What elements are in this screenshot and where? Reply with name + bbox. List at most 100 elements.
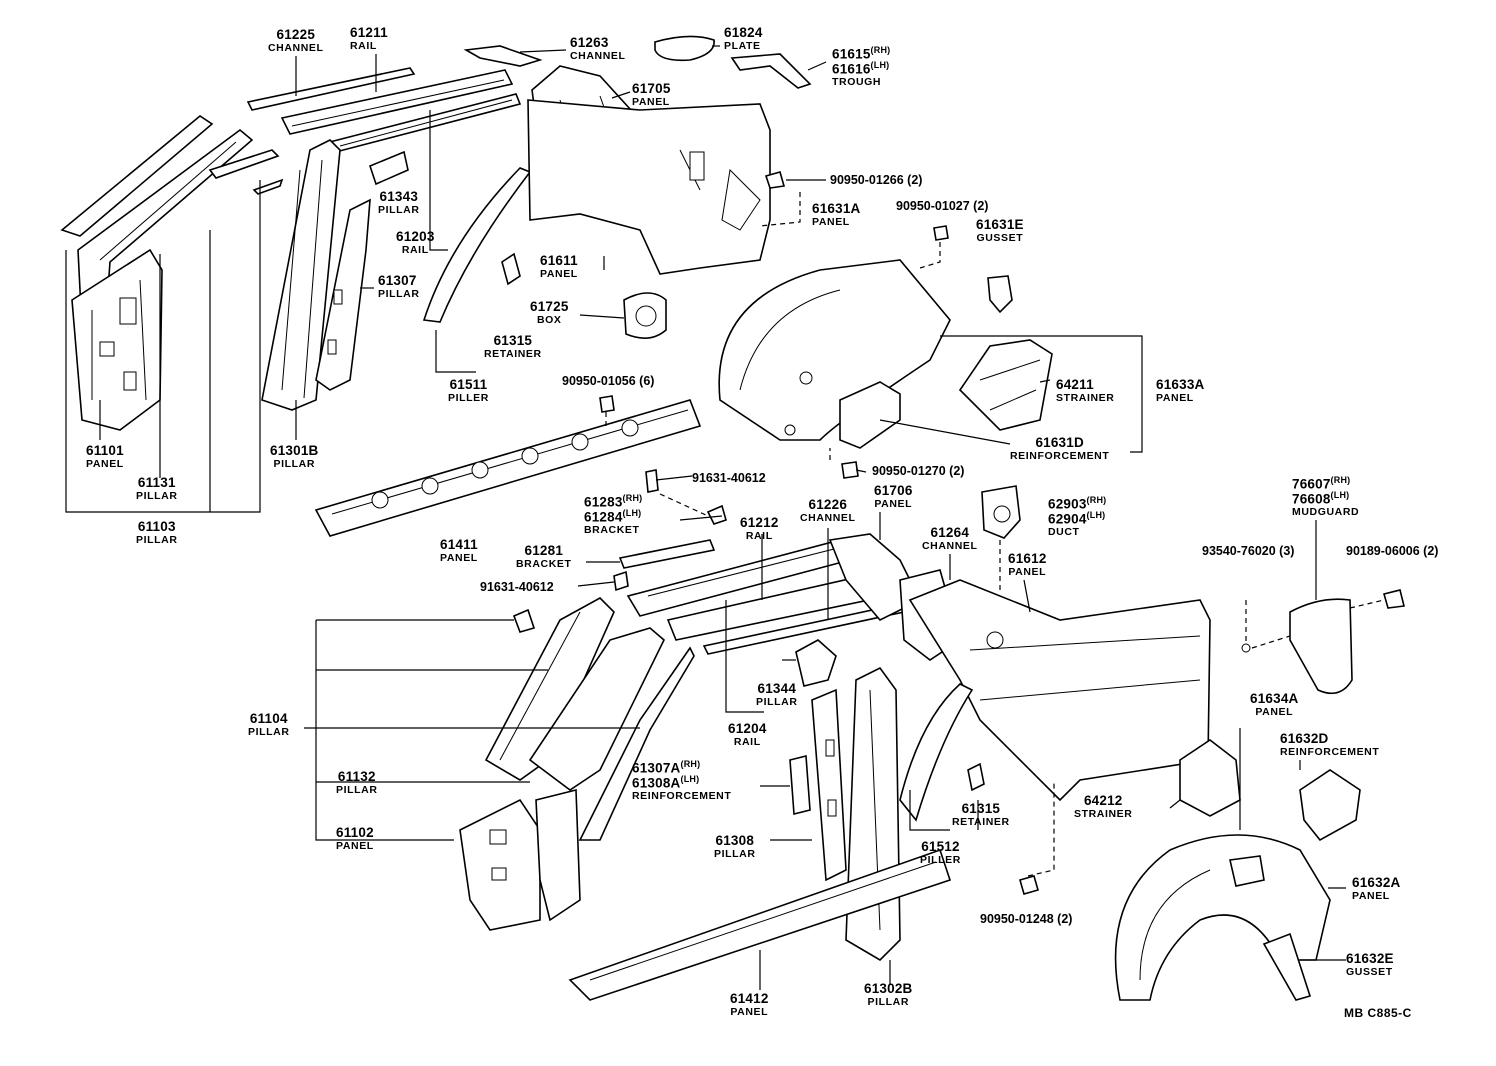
part-number: 61824 [724, 25, 763, 40]
fastener-label: 90950-01266 (2) [830, 173, 923, 187]
part-name: BRACKET [516, 557, 572, 570]
label-61631a: 61631A PANEL [812, 202, 861, 227]
part-pillar-61343 [369, 150, 409, 186]
label-61344: 61344 PILLAR [756, 682, 798, 707]
label-61705: 61705 PANEL [632, 82, 671, 107]
label-61283: 61283(RH) 61284(LH) BRACKET [584, 494, 642, 536]
part-name: PILLAR [756, 695, 798, 708]
part-name: PILLAR [136, 533, 178, 546]
label-61308: 61308 PILLAR [714, 834, 756, 859]
part-panel-61612 [908, 579, 1211, 802]
part-name: PANEL [1008, 565, 1047, 578]
label-61307a: 61307A(RH) 61308A(LH) REINFORCEMENT [632, 760, 731, 802]
label-64211: 64211 STRAINER [1056, 378, 1114, 403]
part-number: 61632D [1280, 731, 1329, 746]
part-name: RAIL [733, 735, 761, 748]
part-bolt-91631-40612 [645, 469, 659, 493]
fastener-label: 91631-40612 [692, 471, 766, 485]
part-number: 61512 [921, 839, 960, 854]
part-small-61104 [512, 608, 536, 633]
part-retainer-61315 [501, 252, 521, 286]
part-number: 61103 [137, 519, 176, 534]
part-pillar-61104b [528, 627, 665, 791]
part-name: PILLAR [248, 725, 290, 738]
leader-lines [65, 45, 1346, 990]
part-name: REINFORCEMENT [1280, 745, 1380, 758]
part-name: RETAINER [952, 815, 1010, 828]
side-suffix-2: (LH) [1086, 510, 1106, 520]
part-bracket-61281 [618, 539, 716, 569]
part-number: 61131 [137, 475, 176, 490]
part-number: 61725 [530, 299, 569, 314]
part-number: 61634A [1250, 691, 1299, 706]
part-piller-61512 [899, 683, 974, 822]
part-panel-61611 [527, 99, 771, 275]
part-number: 61631E [976, 217, 1024, 232]
part-name: CHANNEL [800, 511, 856, 524]
part-clip-90950-01266 [764, 171, 786, 189]
part-number: 61343 [379, 189, 419, 204]
part-number-line: 76607(RH) [1292, 476, 1359, 491]
part-rail-61211 [280, 69, 514, 135]
label-61307: 61307 PILLAR [378, 274, 420, 299]
part-number-2: 62904 [1048, 511, 1087, 527]
label-61634a: 61634A PANEL [1250, 692, 1299, 717]
part-reinforcement-61307a [789, 754, 811, 816]
part-number: 61211 [350, 25, 388, 40]
part-trough-61615 [730, 53, 812, 89]
label-61104: 61104 PILLAR [248, 712, 290, 737]
part-number: 61633A [1156, 377, 1205, 392]
part-pillar-61104 [484, 597, 615, 781]
part-strainer-64211 [958, 339, 1053, 431]
label-61103: 61103 PILLAR [136, 520, 178, 545]
part-clip-90950-01248 [1019, 875, 1039, 895]
part-name: PLATE [724, 39, 761, 52]
label-61632e: 61632E GUSSET [1346, 952, 1394, 977]
label-61412: 61412 PANEL [730, 992, 769, 1017]
part-panel-61412 [568, 848, 952, 1001]
part-number-line: 62903(RH) [1048, 496, 1106, 511]
part-duct-62903 [981, 485, 1021, 539]
part-panel-61411 [314, 399, 702, 537]
part-pillar-61132 [578, 646, 695, 841]
part-name: PANEL [336, 839, 374, 852]
part-screw-93540 [1241, 643, 1251, 653]
part-number-2: 61616 [832, 61, 871, 77]
label-61263: 61263 CHANNEL [570, 36, 626, 61]
part-bolt-91631-40612b [613, 570, 629, 592]
part-number: 61301B [270, 443, 319, 458]
part-name: RAIL [745, 529, 773, 542]
part-name: PILLAR [867, 995, 909, 1008]
part-name: PILLAR [378, 287, 420, 300]
label-61301b: 61301B PILLAR [270, 444, 319, 469]
part-number-line: 61307A(RH) [632, 760, 731, 775]
side-suffix: (RH) [870, 45, 891, 55]
part-number: 62903 [1048, 496, 1087, 512]
label-61101: 61101 PANEL [86, 444, 124, 469]
part-number-line: 61283(RH) [584, 494, 642, 509]
label-62903: 62903(RH) 62904(LH) DUCT [1048, 496, 1106, 538]
part-gusset-61631e [987, 275, 1013, 314]
label-61226: 61226 CHANNEL [800, 498, 856, 523]
part-number: 61263 [570, 35, 609, 50]
part-number: 61104 [249, 711, 288, 726]
fastener-label: 91631-40612 [480, 580, 554, 594]
part-pillar-61131 [60, 115, 214, 237]
part-name: PANEL [86, 457, 124, 470]
part-number: 64212 [1083, 793, 1123, 808]
part-reinforcement-61632d [1299, 769, 1361, 842]
part-channel-61225 [246, 67, 416, 111]
part-clip-90950-01270 [841, 461, 859, 479]
part-name: PANEL [440, 551, 478, 564]
part-number-line-2: 61308A(LH) [632, 775, 731, 790]
part-clip-90950-01056 [599, 395, 615, 413]
side-suffix: (RH) [680, 759, 701, 769]
part-number: 64211 [1056, 377, 1094, 392]
part-pillar-61302b [845, 666, 901, 962]
part-name: PILLER [448, 391, 489, 404]
diagram-code: MB C885-C [1344, 1006, 1412, 1020]
part-name: CHANNEL [570, 49, 626, 62]
fastener-label: 90950-01056 (6) [562, 374, 655, 388]
